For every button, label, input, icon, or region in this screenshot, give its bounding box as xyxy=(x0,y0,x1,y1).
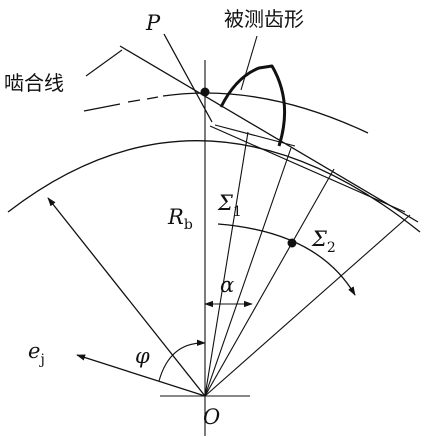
label-alpha: α xyxy=(220,273,234,297)
radial-line-4 xyxy=(204,214,411,397)
label-measured-tooth-profile: 被测齿形 xyxy=(224,7,304,31)
label-P: P xyxy=(145,11,161,35)
radial-line-3 xyxy=(204,168,335,397)
measured-tooth-profile xyxy=(219,64,287,147)
label-O: O xyxy=(203,405,220,429)
radial-line-1 xyxy=(204,131,249,397)
label-sigma2: Σ2 xyxy=(311,227,336,256)
phi-angle-arc xyxy=(158,339,206,382)
point-P xyxy=(200,87,210,97)
label-line-of-action: 啮合线 xyxy=(4,71,64,95)
line-of-action xyxy=(119,45,419,223)
tooth-profile-leader xyxy=(240,35,258,91)
base-circle-arc xyxy=(7,140,421,233)
tangent-line-2 xyxy=(214,124,296,147)
radial-line-2 xyxy=(204,147,292,397)
line-of-action-leader xyxy=(85,49,123,77)
label-phi: φ xyxy=(135,344,150,368)
radius-arrow xyxy=(47,197,206,397)
pitch-circle-dashes xyxy=(83,96,159,112)
label-Rb: Rb xyxy=(167,205,193,233)
pitch-circle-arc xyxy=(162,92,369,134)
point-sigma xyxy=(287,238,297,248)
line-through-P xyxy=(163,33,213,123)
label-ej: ej xyxy=(28,339,45,368)
tangent-line-1 xyxy=(209,125,406,213)
sigma-arc xyxy=(217,223,356,296)
ej-arrow xyxy=(76,354,206,397)
label-sigma1: Σ1 xyxy=(217,191,242,220)
